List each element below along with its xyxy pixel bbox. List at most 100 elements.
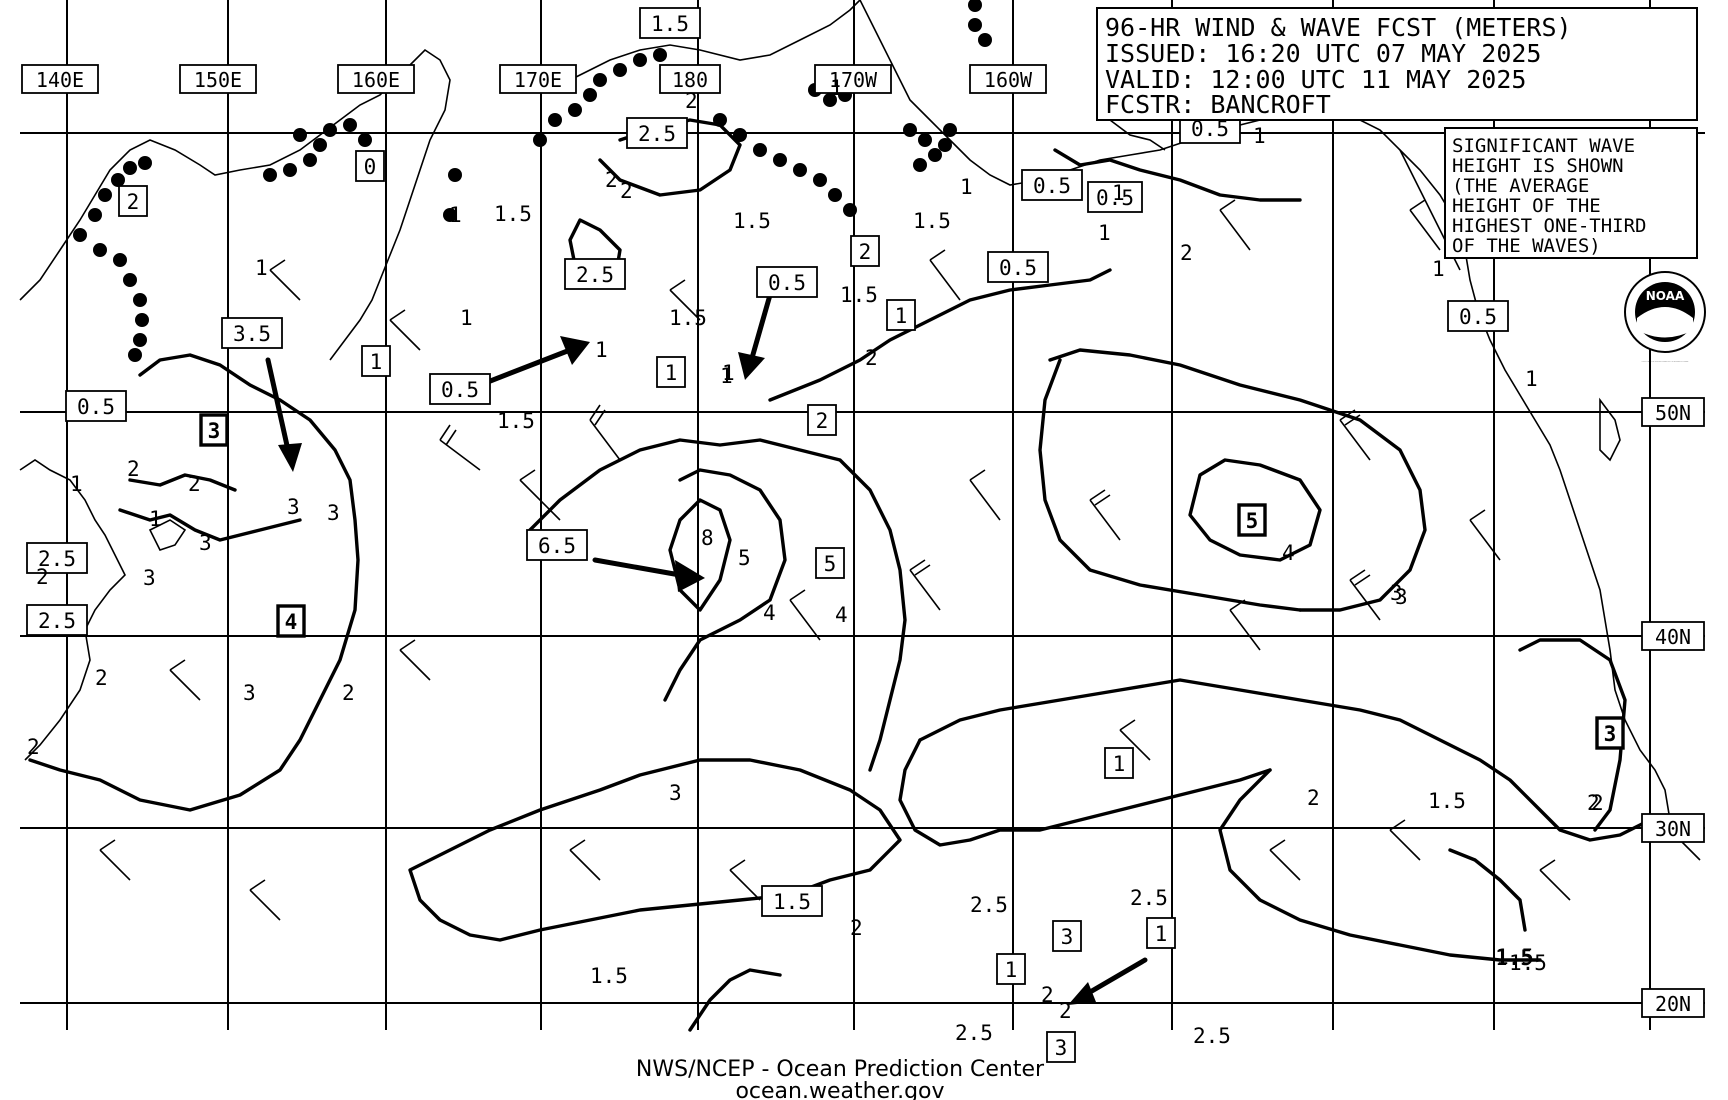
svg-text:2.5: 2.5 <box>576 263 614 287</box>
wave-box: 2.5 <box>626 117 688 149</box>
wave-label: 3 <box>1395 585 1408 609</box>
wave-label: 2 <box>685 89 698 113</box>
header-forecaster: FCSTR: BANCROFT <box>1105 90 1331 119</box>
footer-agency: NWS/NCEP - Ocean Prediction Center <box>636 1057 1045 1082</box>
noaa-logo: NOAA NATIONAL OCEANIC AND ATMOSPHERIC AD… <box>1624 271 1706 363</box>
wave-box-bold: 3 <box>1595 716 1625 750</box>
wave-box-bold: 5 <box>1237 503 1267 537</box>
wave-label: 1 <box>720 364 733 388</box>
svg-text:NATIONAL OCEANIC AND ATMOSPHER: NATIONAL OCEANIC AND ATMOSPHERIC ADMINIS… <box>1642 360 1689 363</box>
wave-label: 4 <box>1282 541 1295 565</box>
wave-label: 1 <box>1525 367 1538 391</box>
wave-label: 5 <box>738 546 751 570</box>
svg-text:3: 3 <box>208 419 221 443</box>
wave-label: 1 <box>149 507 162 531</box>
svg-text:1: 1 <box>1113 752 1126 776</box>
wave-label: 1.5 <box>840 283 878 307</box>
wave-box: 2 <box>850 235 880 267</box>
svg-text:0.5: 0.5 <box>77 395 115 419</box>
svg-text:170W: 170W <box>829 68 878 92</box>
svg-text:0.5: 0.5 <box>999 256 1037 280</box>
lat-label-30n: 30N <box>1641 813 1705 843</box>
header-issued: ISSUED: 16:20 UTC 07 MAY 2025 <box>1105 39 1542 68</box>
header-title: 96-HR WIND & WAVE FCST (METERS) <box>1105 13 1572 42</box>
svg-text:2.5: 2.5 <box>638 122 676 146</box>
lat-label-40n: 40N <box>1641 621 1705 651</box>
wave-label: 1 <box>830 76 843 100</box>
wave-label: 1 <box>960 175 973 199</box>
lon-label-180: 180 <box>659 64 721 94</box>
svg-text:2: 2 <box>127 190 140 214</box>
lon-label-160e: 160E <box>337 64 415 94</box>
wave-label: 3 <box>1390 581 1403 605</box>
wave-label: 3 <box>143 566 156 590</box>
legend-line: HEIGHT IS SHOWN <box>1452 155 1624 177</box>
svg-text:180: 180 <box>672 68 708 92</box>
ice-edge-dots <box>73 0 992 362</box>
svg-text:3.5: 3.5 <box>233 322 271 346</box>
wave-height-boxes: 1.5 2.5 0.5 0.5 0.5 0.5 0.5 0 2 3.5 1 2.… <box>26 7 1509 1063</box>
wave-label: 2 <box>620 179 633 203</box>
wave-label: 2 <box>865 346 878 370</box>
wave-label: 2.5 <box>970 893 1008 917</box>
longitude-labels: 140E 150E 160E 170E 180 170W 160W <box>21 64 1047 94</box>
legend-line: HIGHEST ONE-THIRD <box>1452 215 1646 237</box>
wave-label: 2 <box>1587 791 1600 815</box>
svg-text:160W: 160W <box>984 68 1033 92</box>
lon-label-140e: 140E <box>21 64 99 94</box>
svg-text:5: 5 <box>824 552 837 576</box>
svg-text:1: 1 <box>1005 958 1018 982</box>
wave-label: 4 <box>835 603 848 627</box>
wave-label: 1 <box>460 306 473 330</box>
svg-text:3: 3 <box>1604 722 1617 746</box>
wave-box: 0.5 <box>429 373 491 405</box>
wave-box: 1.5 <box>639 7 701 39</box>
wave-label: 3 <box>199 531 212 555</box>
svg-text:20N: 20N <box>1655 992 1691 1016</box>
svg-text:0.5: 0.5 <box>1096 186 1134 210</box>
lat-label-50n: 50N <box>1641 397 1705 427</box>
wind-barbs <box>99 199 1571 921</box>
svg-text:2.5: 2.5 <box>38 609 76 633</box>
wave-label: 3 <box>287 495 300 519</box>
svg-text:1: 1 <box>895 304 908 328</box>
wave-box: 1 <box>886 299 916 331</box>
wave-box: 0.5 <box>1087 181 1143 213</box>
wave-box: 2 <box>118 185 148 217</box>
wave-label: 2 <box>1591 791 1604 815</box>
wave-label: 3 <box>243 681 256 705</box>
svg-text:2: 2 <box>816 409 829 433</box>
lat-lon-grid <box>20 0 1705 1030</box>
wave-label: 4 <box>763 601 776 625</box>
wave-box: 2 <box>807 404 837 436</box>
wave-box: 0.5 <box>1021 169 1083 201</box>
svg-text:0.5: 0.5 <box>441 378 479 402</box>
wave-label: 1 <box>722 361 735 385</box>
footer: NWS/NCEP - Ocean Prediction Center ocean… <box>636 1057 1045 1100</box>
footer-website: ocean.weather.gov <box>735 1079 944 1100</box>
wave-box: 2.5 <box>26 604 88 636</box>
wave-label: 3 <box>327 501 340 525</box>
wave-box: 2.5 <box>26 542 88 574</box>
wave-label: 8 <box>701 526 714 550</box>
lon-label-150e: 150E <box>179 64 257 94</box>
wave-box: 1.5 <box>761 885 823 917</box>
wave-box: 3 <box>1046 1031 1076 1063</box>
svg-text:0.5: 0.5 <box>768 271 806 295</box>
wave-label: 1 <box>255 256 268 280</box>
wave-label: 2 <box>27 735 40 759</box>
lon-label-160w: 160W <box>969 64 1047 94</box>
wave-label: 1.5 <box>913 209 951 233</box>
wave-box: 3.5 <box>221 317 283 349</box>
wave-box-bold: 4 <box>276 604 306 638</box>
forecast-header: 96-HR WIND & WAVE FCST (METERS) ISSUED: … <box>1096 7 1698 121</box>
wave-label: 2 <box>1180 241 1193 265</box>
wave-label: 2 <box>605 168 618 192</box>
latitude-labels: 50N 40N 30N 20N <box>1641 397 1705 1018</box>
header-valid: VALID: 12:00 UTC 11 MAY 2025 <box>1105 65 1526 94</box>
wave-box: 0.5 <box>756 266 818 298</box>
svg-text:0.5: 0.5 <box>1033 174 1071 198</box>
wave-label: 1 <box>1432 257 1445 281</box>
svg-text:150E: 150E <box>194 68 242 92</box>
